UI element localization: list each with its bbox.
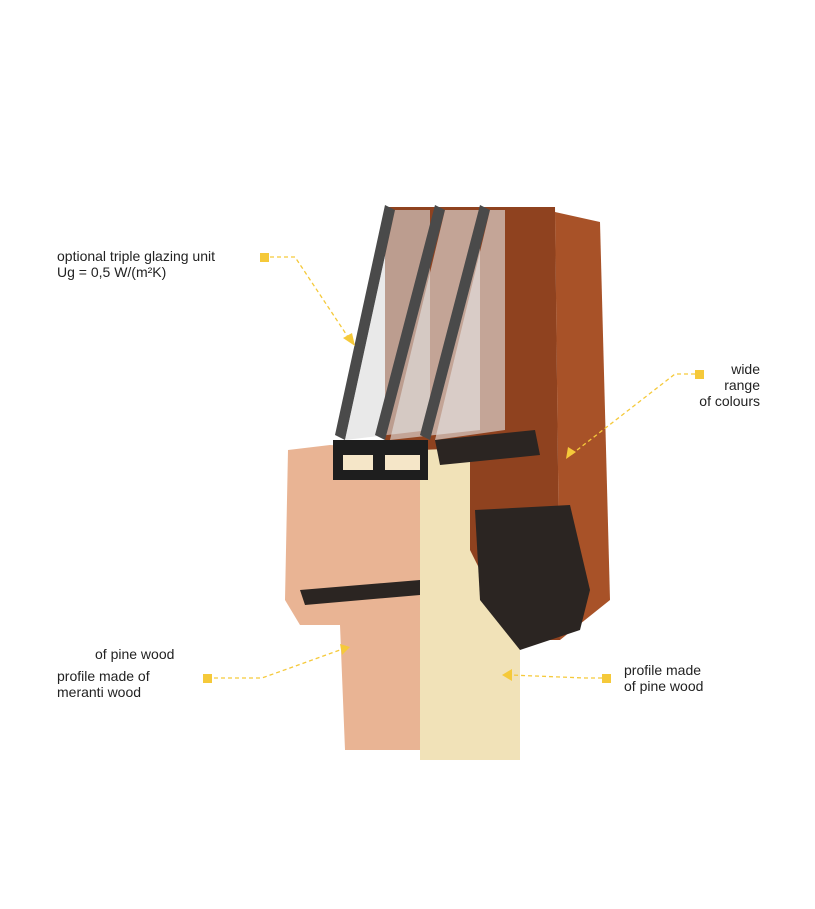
glazing-label-line1: optional triple glazing unit (57, 248, 215, 264)
meranti-overlap-text: of pine wood (95, 646, 175, 662)
pine-marker (602, 674, 611, 683)
glazing-label-line2: Ug = 0,5 W/(m²K) (57, 264, 167, 280)
meranti-label-line1: profile made of (57, 668, 150, 684)
pine-label: profile made of pine wood (624, 662, 703, 694)
pine-profile (420, 448, 520, 760)
colours-label-line3: of colours (699, 393, 760, 409)
glazing-label: optional triple glazing unit Ug = 0,5 W/… (57, 248, 215, 280)
meranti-label-line2: meranti wood (57, 684, 142, 700)
pine-label-line2: of pine wood (624, 678, 704, 694)
meranti-label: profile made of meranti wood (57, 668, 150, 700)
colours-label: wide range of colours (640, 361, 760, 409)
glazing-marker (260, 253, 269, 262)
colours-label-line2: range (724, 377, 760, 393)
colours-label-line1: wide (731, 361, 760, 377)
callout-arrows (340, 333, 576, 681)
callout-lines (214, 256, 695, 679)
aluminium-cladding (300, 430, 590, 650)
colours-marker (695, 370, 704, 379)
meranti-marker (203, 674, 212, 683)
glass-panes (333, 205, 505, 480)
pine-label-line1: profile made (624, 662, 702, 678)
